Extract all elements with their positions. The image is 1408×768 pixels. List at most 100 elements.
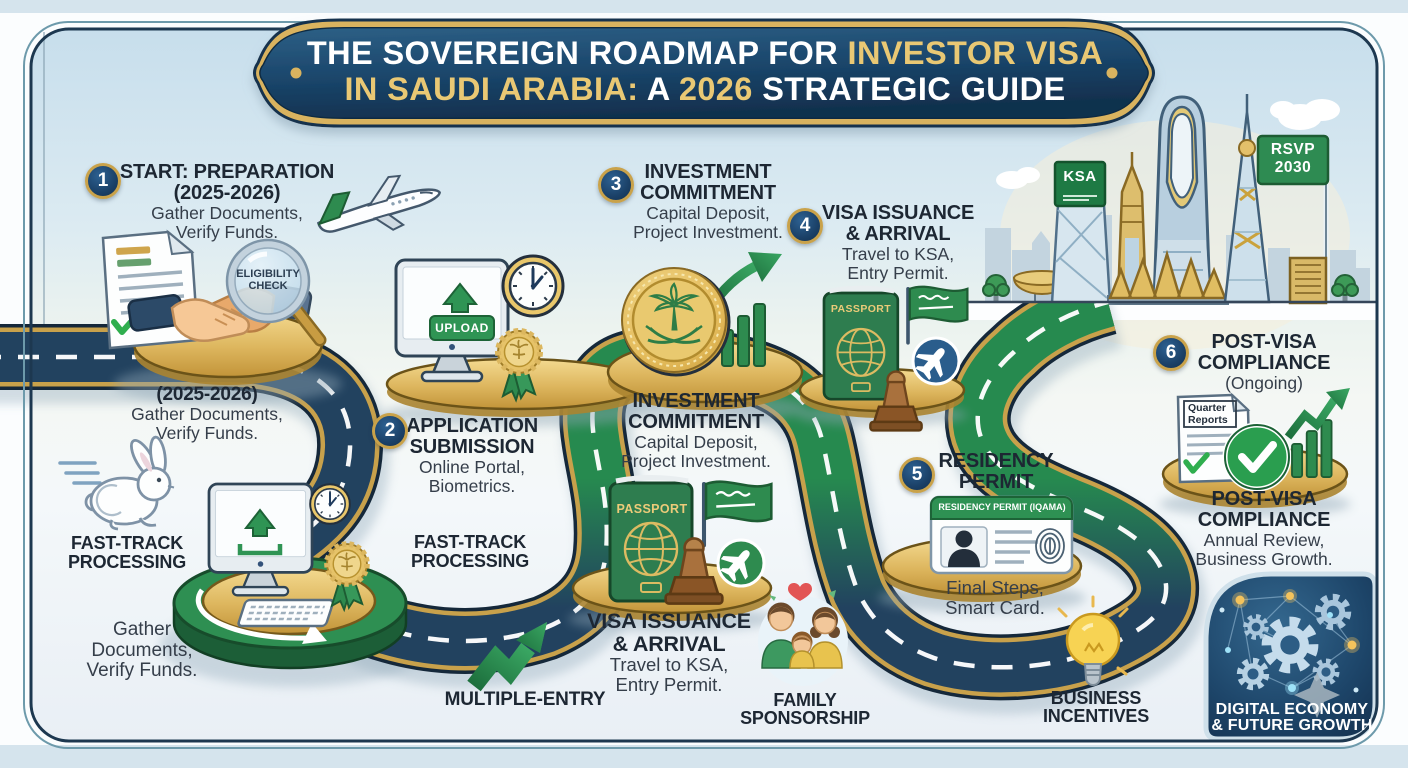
- iqama-text: RESIDENCY PERMIT (IQAMA): [938, 502, 1066, 512]
- step4-sub1: Travel to KSA,: [841, 244, 955, 264]
- step5-sub1: Final Steps,: [946, 577, 1044, 598]
- keyboard-icon: [237, 598, 335, 628]
- step4b-title2: & ARRIVAL: [612, 631, 726, 656]
- compliance-icon: [1176, 388, 1350, 492]
- lightbulb-icon: [1057, 595, 1129, 686]
- step6-text: POST-VISA COMPLIANCE (Ongoing): [1164, 332, 1364, 393]
- family-label: FAMILY SPONSORSHIP: [705, 691, 905, 727]
- step1-sub2: Verify Funds.: [175, 221, 279, 242]
- step2-sub2: Biometrics.: [428, 475, 516, 496]
- step4-title: VISA ISSUANCE: [821, 202, 975, 224]
- step6-ongoing: (Ongoing): [1225, 373, 1303, 393]
- step-badge-6: 6: [1153, 335, 1189, 371]
- title-line1-normal: THE SOVEREIGN ROADMAP FOR: [306, 35, 848, 71]
- step3b-title: INVESTMENT: [632, 390, 760, 412]
- step1b-title: (2025-2026): [156, 384, 258, 405]
- bulb-rays: [1057, 595, 1129, 676]
- step6-repeat-text: POST-VISA COMPLIANCE Annual Review, Busi…: [1164, 489, 1364, 568]
- top-strip: [0, 0, 1408, 13]
- family-child: [789, 631, 815, 669]
- step1-title: START: PREPARATION: [119, 161, 335, 183]
- kingdom-centre-tower: [1152, 95, 1212, 304]
- title-line1-gold: INVESTOR VISA: [847, 35, 1104, 71]
- upload-label: UPLOAD: [430, 321, 494, 335]
- family-icon: [758, 583, 848, 686]
- step1-title2: (2025-2026): [173, 182, 281, 204]
- passport-top-label: PASSPORT: [826, 303, 896, 315]
- investment-icon: [621, 252, 782, 377]
- visa-arrival-icon-lower: [610, 478, 773, 605]
- title-line2-normal: A: [638, 71, 679, 107]
- eligibility-check-icon: [101, 229, 327, 350]
- multiple-entry-label: MULTIPLE-ENTRY: [425, 689, 625, 710]
- step3-title2: COMMITMENT: [640, 182, 776, 204]
- step6b-title: POST-VISA: [1211, 488, 1317, 510]
- step4-title2: & ARRIVAL: [845, 223, 951, 245]
- step5-sub-text: Final Steps, Smart Card.: [905, 578, 1085, 618]
- step4b-sub2: Entry Permit.: [615, 673, 723, 695]
- rabbit-icon: [58, 435, 175, 531]
- rabbit-body: [84, 435, 172, 531]
- business-label: BUSINESS INCENTIVES: [996, 689, 1196, 725]
- card-lines: [995, 530, 1038, 564]
- crown-building: [1107, 249, 1229, 305]
- step1b-sub2: Verify Funds.: [155, 422, 259, 443]
- step6b-sub2: Business Growth.: [1195, 548, 1333, 569]
- poster-title: THE SOVEREIGN ROADMAP FOR INVESTOR VISA …: [260, 35, 1150, 107]
- cloud-icon: [996, 99, 1340, 189]
- step5-sub2: Smart Card.: [945, 597, 1045, 618]
- step4-text: VISA ISSUANCE & ARRIVAL Travel to KSA, E…: [798, 203, 998, 282]
- step3-text: INVESTMENT COMMITMENT Capital Deposit, P…: [608, 162, 808, 241]
- fast-track-line1: FAST-TRACK: [414, 532, 526, 552]
- digital-economy-panel: [1203, 571, 1378, 742]
- step6-title: POST-VISA: [1211, 331, 1317, 353]
- step6b-sub1: Annual Review,: [1203, 530, 1325, 550]
- step3b-title2: COMMITMENT: [628, 411, 764, 433]
- step5-title2: PERMIT: [958, 471, 1034, 493]
- multiple-entry-text: MULTIPLE-ENTRY: [444, 689, 606, 710]
- airplane-icon: [316, 174, 441, 233]
- title-line-1: THE SOVEREIGN ROADMAP FOR INVESTOR VISA: [260, 35, 1150, 71]
- badge-number: 5: [911, 464, 923, 485]
- banner-dot-right: [1106, 67, 1118, 79]
- growth-chart-icon: [1284, 388, 1350, 478]
- badge-number: 4: [799, 215, 811, 236]
- badge-number: 1: [97, 170, 109, 191]
- iqama-card-icon: [929, 495, 1074, 575]
- gather-line1: Gather: [112, 619, 172, 640]
- windowed-building: [1288, 256, 1328, 305]
- step3-repeat-text: INVESTMENT COMMITMENT Capital Deposit, P…: [596, 391, 796, 470]
- title-line2-normal2: STRATEGIC GUIDE: [752, 71, 1066, 107]
- application-submission-icon: [394, 254, 565, 400]
- ksa-text: KSA: [1063, 168, 1097, 185]
- iqama-header-label: RESIDENCY PERMIT (IQAMA): [933, 502, 1071, 512]
- step1-repeat-text: (2025-2026) Gather Documents, Verify Fun…: [117, 384, 297, 442]
- business-line2: INCENTIVES: [1042, 706, 1150, 726]
- step3b-sub2: Project Investment.: [621, 450, 771, 471]
- step4b-title: VISA ISSUANCE: [587, 609, 751, 633]
- badge-number: 6: [1165, 342, 1177, 363]
- gather-corner-text: Gather Documents, Verify Funds.: [52, 619, 232, 682]
- badge-number: 2: [384, 420, 396, 441]
- fast-track-computer-icon: [207, 482, 367, 628]
- heart-icon: [788, 583, 812, 601]
- fast-track-line2: PROCESSING: [410, 550, 530, 571]
- step-badge-3: 3: [598, 167, 634, 203]
- rabbit-speed-lines: [58, 461, 102, 485]
- step6b-title2: COMPLIANCE: [1197, 509, 1331, 531]
- step3-sub2: Project Investment.: [633, 221, 783, 242]
- check-circle-icon: [1222, 422, 1292, 492]
- rsvp-line2: 2030: [1274, 158, 1312, 176]
- business-line1: BUSINESS: [1050, 688, 1142, 708]
- eligibility-line1: ELIGIBILITY: [236, 268, 300, 280]
- magnifier-icon: [225, 238, 327, 347]
- medal-icon: [498, 331, 540, 400]
- clock-icon: [501, 254, 565, 318]
- fast-track-line1: FAST-TRACK: [71, 533, 183, 553]
- family-line1: FAMILY: [773, 690, 837, 710]
- title-line-2: IN SAUDI ARABIA: A 2026 STRATEGIC GUIDE: [260, 71, 1150, 107]
- step1b-sub1: Gather Documents,: [131, 404, 283, 424]
- step3b-sub1: Capital Deposit,: [634, 432, 758, 452]
- quarter-line2: Reports: [1188, 413, 1228, 426]
